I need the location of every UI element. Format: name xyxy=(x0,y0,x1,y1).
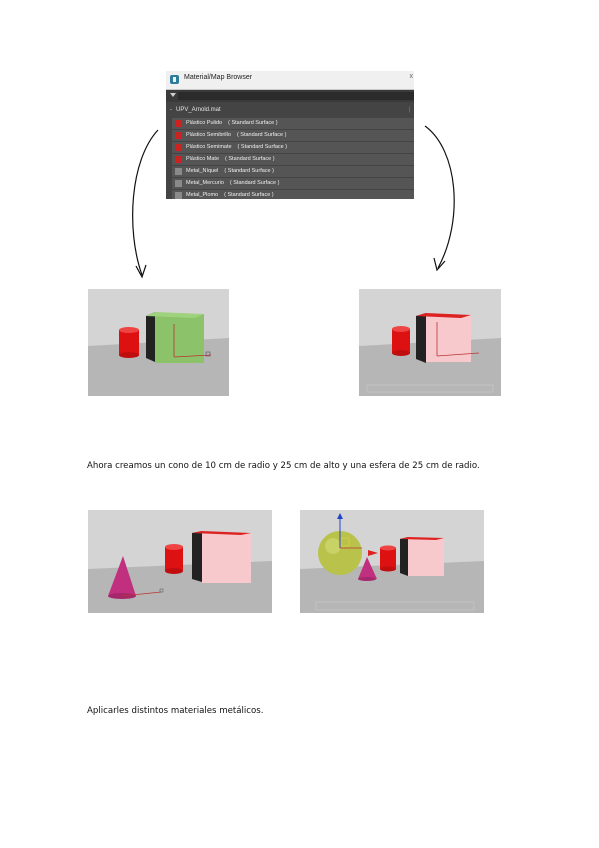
material-swatch-icon xyxy=(175,180,182,187)
group-marker: | xyxy=(408,107,410,113)
material-name: Metal_Plomo xyxy=(186,192,219,198)
viewport-green-cube xyxy=(88,289,229,396)
material-swatch-icon xyxy=(175,192,182,199)
material-list: Plástico Pulido( Standard Surface )Plást… xyxy=(172,118,414,199)
material-type: ( Standard Surface ) xyxy=(237,144,288,150)
caption-metallic-materials: Aplicarles distintos materiales metálico… xyxy=(87,706,264,716)
material-swatch-icon xyxy=(175,132,182,139)
material-list-item[interactable]: Metal_Mercurio ( Standard Surface ) xyxy=(172,178,414,189)
viewport-cone xyxy=(88,510,272,613)
material-label: Plástico Pulido ( Standard Surface ) xyxy=(186,120,278,127)
browser-title-bar: Material/Map Browser x xyxy=(166,71,414,90)
material-name: Plástico Semimate xyxy=(186,144,232,150)
search-input[interactable] xyxy=(178,92,414,100)
material-label: Plástico Semibrillo ( Standard Surface ) xyxy=(186,132,286,139)
material-name: Plástico Semibrillo xyxy=(186,132,231,138)
material-name: Metal_Mercurio xyxy=(186,180,224,186)
material-list-item[interactable]: Plástico Mate ( Standard Surface ) xyxy=(172,154,414,165)
curved-arrow-right-icon xyxy=(424,125,455,269)
viewport-sphere xyxy=(300,510,484,613)
material-swatch-icon xyxy=(175,156,182,163)
material-swatch-icon xyxy=(175,120,182,127)
material-name: Metal_Níquel xyxy=(186,168,219,174)
material-type: ( Standard Surface ) xyxy=(229,180,280,186)
material-swatch-icon xyxy=(175,168,182,175)
library-name: UPV_Arnold.mat xyxy=(176,107,221,113)
material-label: Metal_Plomo ( Standard Surface ) xyxy=(186,192,274,199)
material-label: Plástico Mate ( Standard Surface ) xyxy=(186,156,275,163)
close-icon[interactable]: x xyxy=(409,73,414,80)
material-name: Plástico Mate xyxy=(186,156,220,162)
material-list-item[interactable]: Metal_Níquel ( Standard Surface ) xyxy=(172,166,414,177)
library-group-header[interactable]: - UPV_Arnold.mat | xyxy=(166,105,414,116)
browser-title: Material/Map Browser xyxy=(184,74,253,81)
material-label: Metal_Níquel ( Standard Surface ) xyxy=(186,168,274,175)
material-label: Plástico Semimate ( Standard Surface ) xyxy=(186,144,287,151)
material-type: ( Standard Surface ) xyxy=(224,192,274,198)
material-name: Plástico Pulido xyxy=(186,120,223,126)
material-swatch-icon xyxy=(175,144,182,151)
collapse-icon[interactable]: - xyxy=(170,107,172,113)
material-list-item[interactable]: Metal_Plomo ( Standard Surface ) xyxy=(172,190,414,199)
dropdown-arrow-icon[interactable] xyxy=(170,93,176,97)
material-type: ( Standard Surface ) xyxy=(236,132,287,138)
material-type: ( Standard Surface ) xyxy=(225,156,275,162)
material-list-item[interactable]: Plástico Pulido ( Standard Surface ) xyxy=(172,118,414,129)
material-type: ( Standard Surface ) xyxy=(228,120,278,126)
caption-cone-sphere: Ahora creamos un cono de 10 cm de radio … xyxy=(87,461,480,471)
material-type: ( Standard Surface ) xyxy=(224,168,274,174)
curved-arrow-left-icon xyxy=(132,129,159,276)
material-map-icon xyxy=(170,75,179,84)
material-list-item[interactable]: Plástico Semimate ( Standard Surface ) xyxy=(172,142,414,153)
viewport-pink-cube xyxy=(359,289,501,396)
curved-arrows xyxy=(132,125,455,279)
material-label: Metal_Mercurio ( Standard Surface ) xyxy=(186,180,279,187)
browser-search-bar[interactable] xyxy=(166,90,414,102)
material-map-browser: Material/Map Browser x - UPV_Arnold.mat … xyxy=(166,71,414,199)
material-list-item[interactable]: Plástico Semibrillo ( Standard Surface ) xyxy=(172,130,414,141)
